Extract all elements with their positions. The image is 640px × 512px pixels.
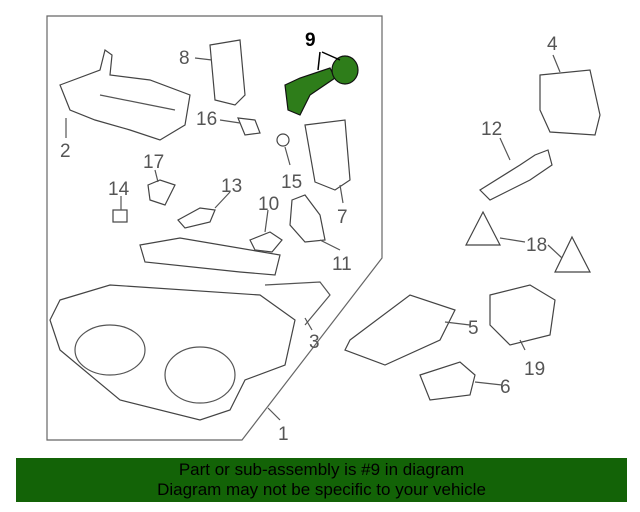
banner-line-2: Diagram may not be specific to your vehi… bbox=[157, 480, 486, 499]
part-19-module[interactable] bbox=[489, 284, 556, 346]
callout-17[interactable]: 17 bbox=[143, 152, 164, 173]
part-10-bulb[interactable] bbox=[249, 231, 283, 253]
callout-3[interactable]: 3 bbox=[309, 332, 320, 353]
part-12-bulb[interactable] bbox=[479, 149, 553, 201]
callout-14[interactable]: 14 bbox=[108, 179, 130, 200]
part-3-wire[interactable] bbox=[264, 281, 331, 326]
part-1-headlight[interactable] bbox=[49, 284, 296, 421]
callout-16[interactable]: 16 bbox=[196, 109, 217, 130]
part-7-cover[interactable] bbox=[304, 119, 351, 191]
callout-18[interactable]: 18 bbox=[526, 235, 547, 256]
callout-4[interactable]: 4 bbox=[547, 34, 558, 55]
part-18-label-b[interactable] bbox=[554, 235, 591, 273]
part-13-bulb[interactable] bbox=[177, 207, 216, 229]
callout-13[interactable]: 13 bbox=[221, 176, 242, 197]
banner-line-1: Part or sub-assembly is #9 in diagram bbox=[178, 460, 465, 479]
part-6-connector[interactable] bbox=[419, 361, 476, 401]
part-2-bracket[interactable] bbox=[59, 48, 191, 141]
part-4-igniter[interactable] bbox=[539, 69, 601, 136]
callout-8[interactable]: 8 bbox=[179, 48, 190, 69]
part-5-ballast[interactable] bbox=[344, 294, 456, 366]
headlight-assembly-frame bbox=[46, 15, 383, 441]
callout-11[interactable]: 11 bbox=[332, 254, 352, 275]
callout-5[interactable]: 5 bbox=[468, 318, 479, 339]
part-16-bulb[interactable] bbox=[237, 117, 261, 136]
part-8-cover[interactable] bbox=[209, 39, 246, 106]
callout-1[interactable]: 1 bbox=[278, 424, 289, 445]
callout-19[interactable]: 19 bbox=[524, 359, 545, 380]
part-18-label-a[interactable] bbox=[465, 210, 501, 246]
callout-2[interactable]: 2 bbox=[60, 141, 71, 162]
callout-15[interactable]: 15 bbox=[281, 172, 302, 193]
part-17-bulb[interactable] bbox=[147, 179, 176, 206]
part-11-bracket[interactable] bbox=[289, 194, 326, 243]
leader-lines bbox=[65, 54, 563, 421]
part-15-bulb[interactable] bbox=[276, 133, 290, 147]
part-9-highlighted-bulb-socket[interactable] bbox=[284, 51, 359, 116]
headlight-rail bbox=[139, 237, 281, 276]
callout-10[interactable]: 10 bbox=[258, 194, 279, 215]
info-banner: Part or sub-assembly is #9 in diagram Di… bbox=[16, 458, 627, 502]
callout-12[interactable]: 12 bbox=[481, 119, 502, 140]
callout-6[interactable]: 6 bbox=[500, 377, 511, 398]
part-14-bulb[interactable] bbox=[112, 209, 128, 223]
callout-7[interactable]: 7 bbox=[337, 207, 348, 228]
callout-9[interactable]: 9 bbox=[305, 30, 316, 51]
